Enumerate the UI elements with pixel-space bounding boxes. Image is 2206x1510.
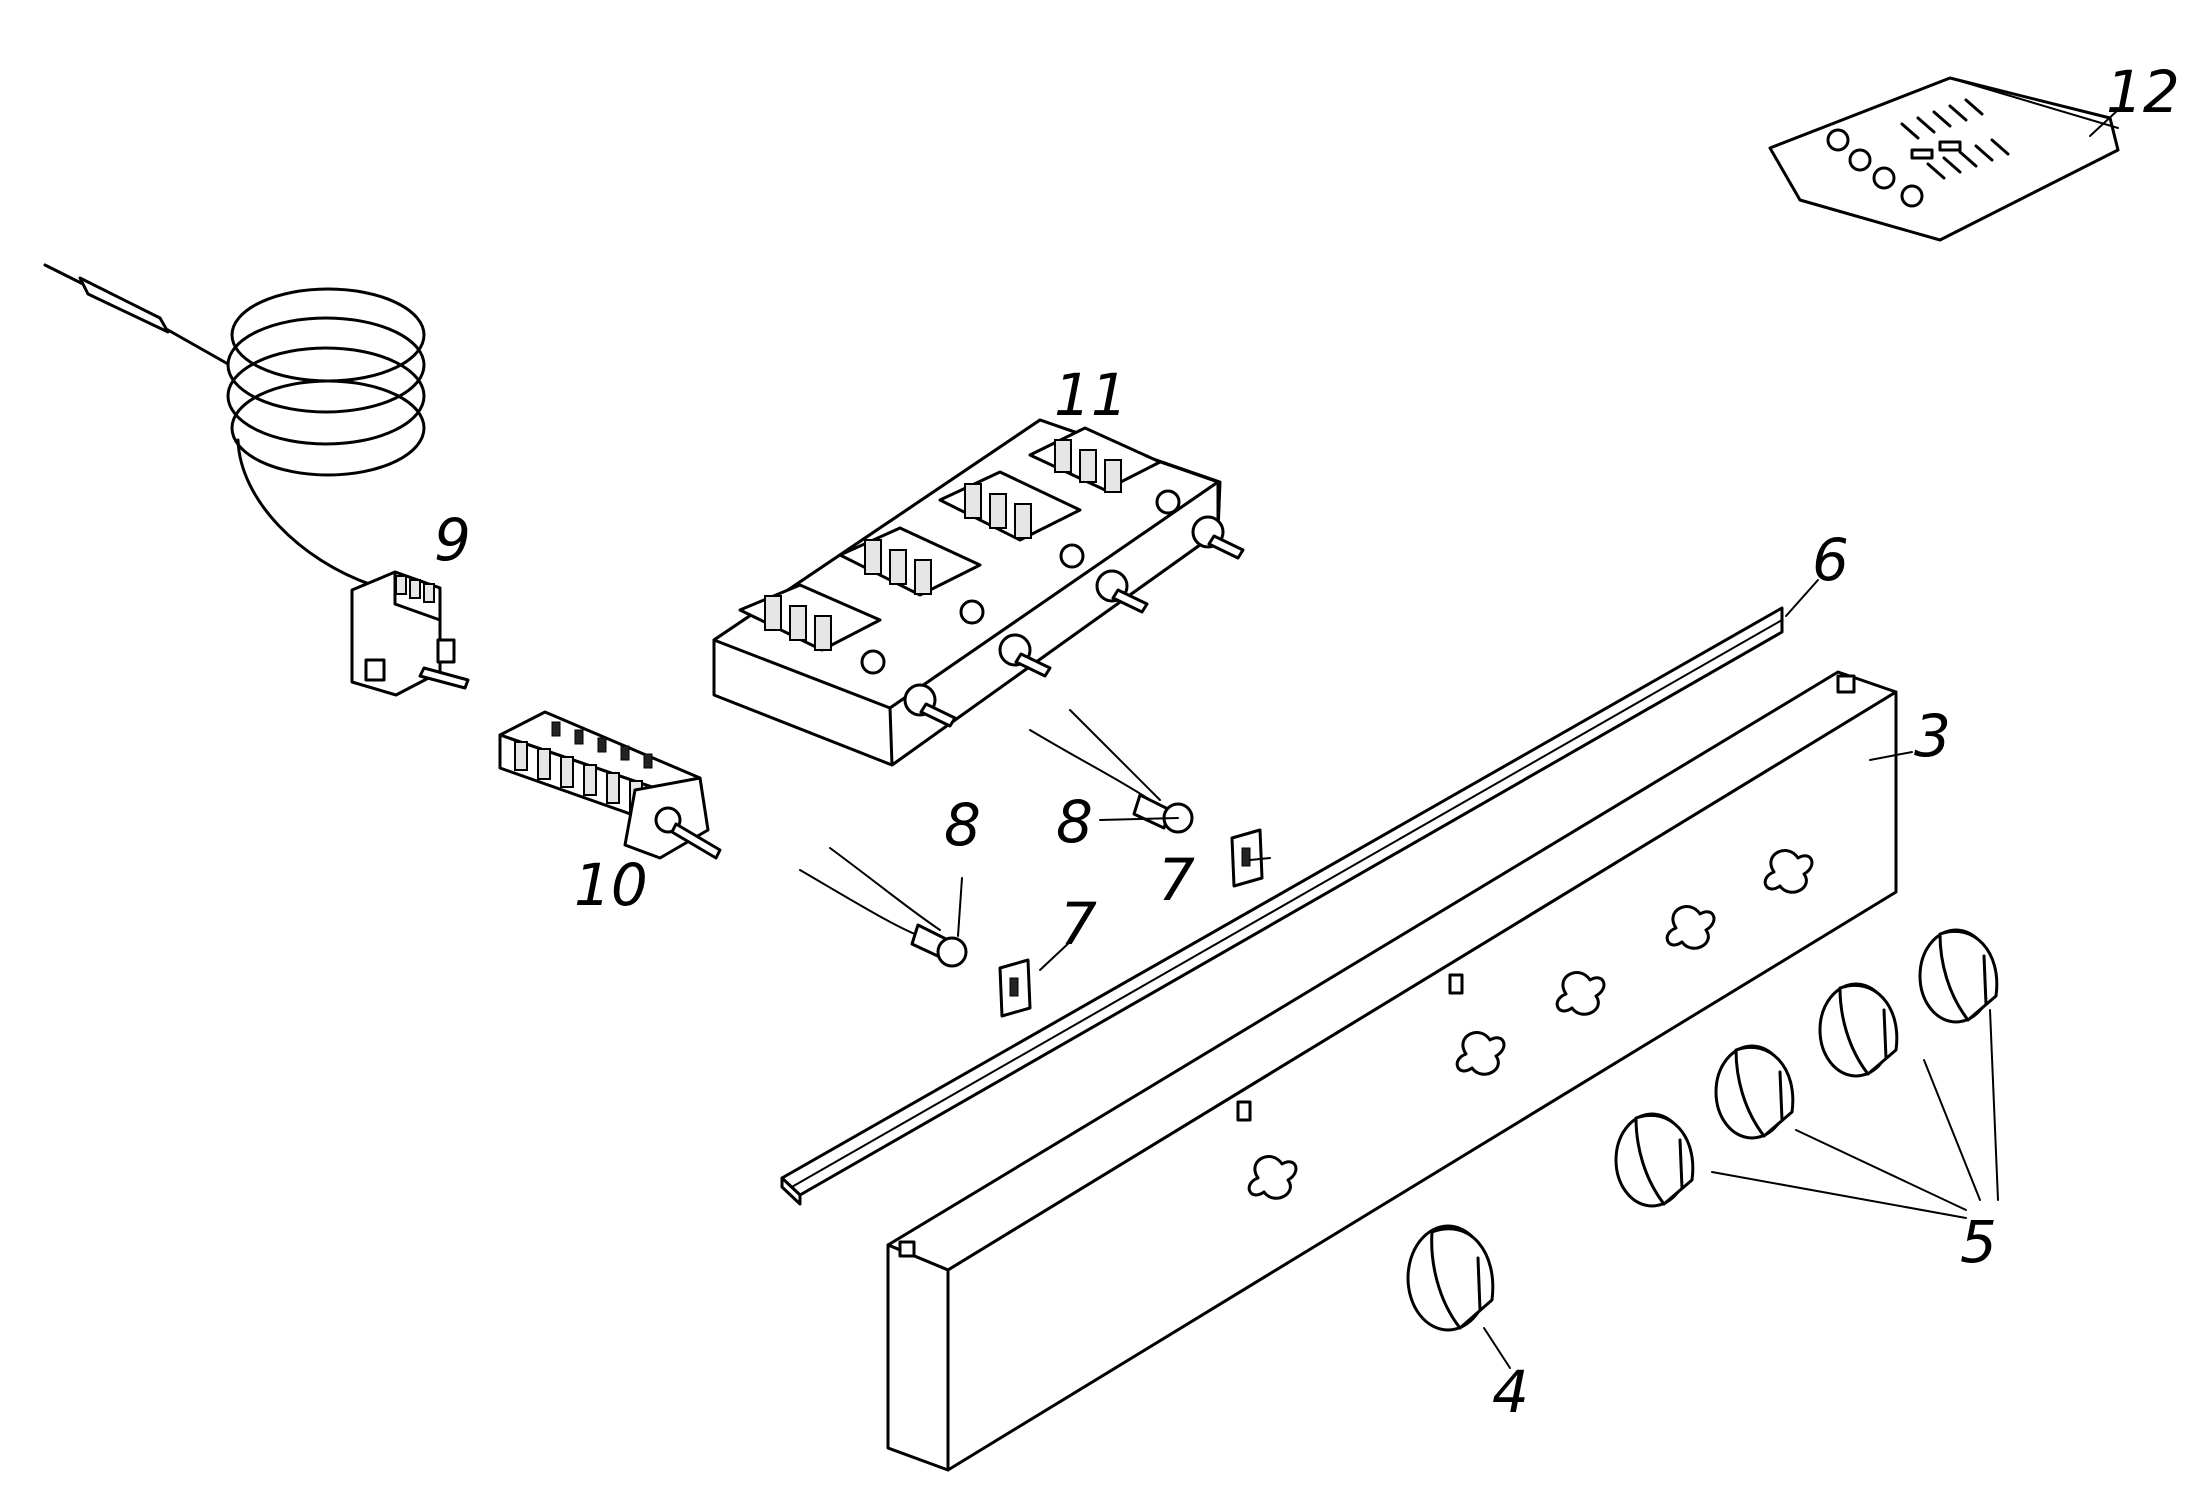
switch-module-2 bbox=[838, 526, 982, 597]
switch-module-4 bbox=[1028, 426, 1162, 493]
connector-right bbox=[1029, 709, 1194, 834]
callout-12: 12 bbox=[2106, 58, 2180, 126]
trim-strip bbox=[780, 606, 1784, 1206]
callout-7-left: 7 bbox=[1060, 890, 1097, 958]
knob-4 bbox=[1918, 928, 1999, 1024]
panel-clip-left bbox=[998, 958, 1032, 1018]
callout-6: 6 bbox=[1812, 526, 1849, 594]
callout-labels: 3 4 5 6 7 7 8 8 9 10 11 12 bbox=[434, 58, 2180, 1426]
callout-8-left: 8 bbox=[944, 791, 981, 859]
callout-4: 4 bbox=[1492, 1358, 1529, 1426]
selector-switch bbox=[498, 710, 722, 860]
callout-3: 3 bbox=[1914, 702, 1951, 770]
callout-5: 5 bbox=[1960, 1208, 1997, 1276]
switch-shafts bbox=[903, 515, 1245, 728]
thermostat-assembly bbox=[43, 263, 470, 697]
knob-2 bbox=[1714, 1044, 1795, 1140]
switch-block bbox=[712, 418, 1245, 767]
switch-module-1 bbox=[738, 583, 882, 652]
kit-screws bbox=[1826, 98, 2010, 208]
control-panel bbox=[886, 670, 1898, 1472]
knob-1 bbox=[1614, 1112, 1695, 1208]
callout-9: 9 bbox=[434, 506, 471, 574]
callout-10: 10 bbox=[574, 851, 648, 919]
fixing-kit-bag bbox=[1768, 76, 2120, 242]
knob-large bbox=[1406, 1224, 1495, 1332]
panel-knob-openings bbox=[1236, 849, 1814, 1200]
leader-lines bbox=[957, 109, 2119, 1369]
callout-11: 11 bbox=[1054, 361, 1128, 429]
connector-left bbox=[799, 847, 968, 968]
callout-7-right: 7 bbox=[1158, 846, 1195, 914]
switch-module-3 bbox=[938, 470, 1082, 542]
panel-clip-right bbox=[1230, 828, 1264, 888]
knob-3 bbox=[1818, 982, 1899, 1078]
callout-8-right: 8 bbox=[1056, 788, 1093, 856]
